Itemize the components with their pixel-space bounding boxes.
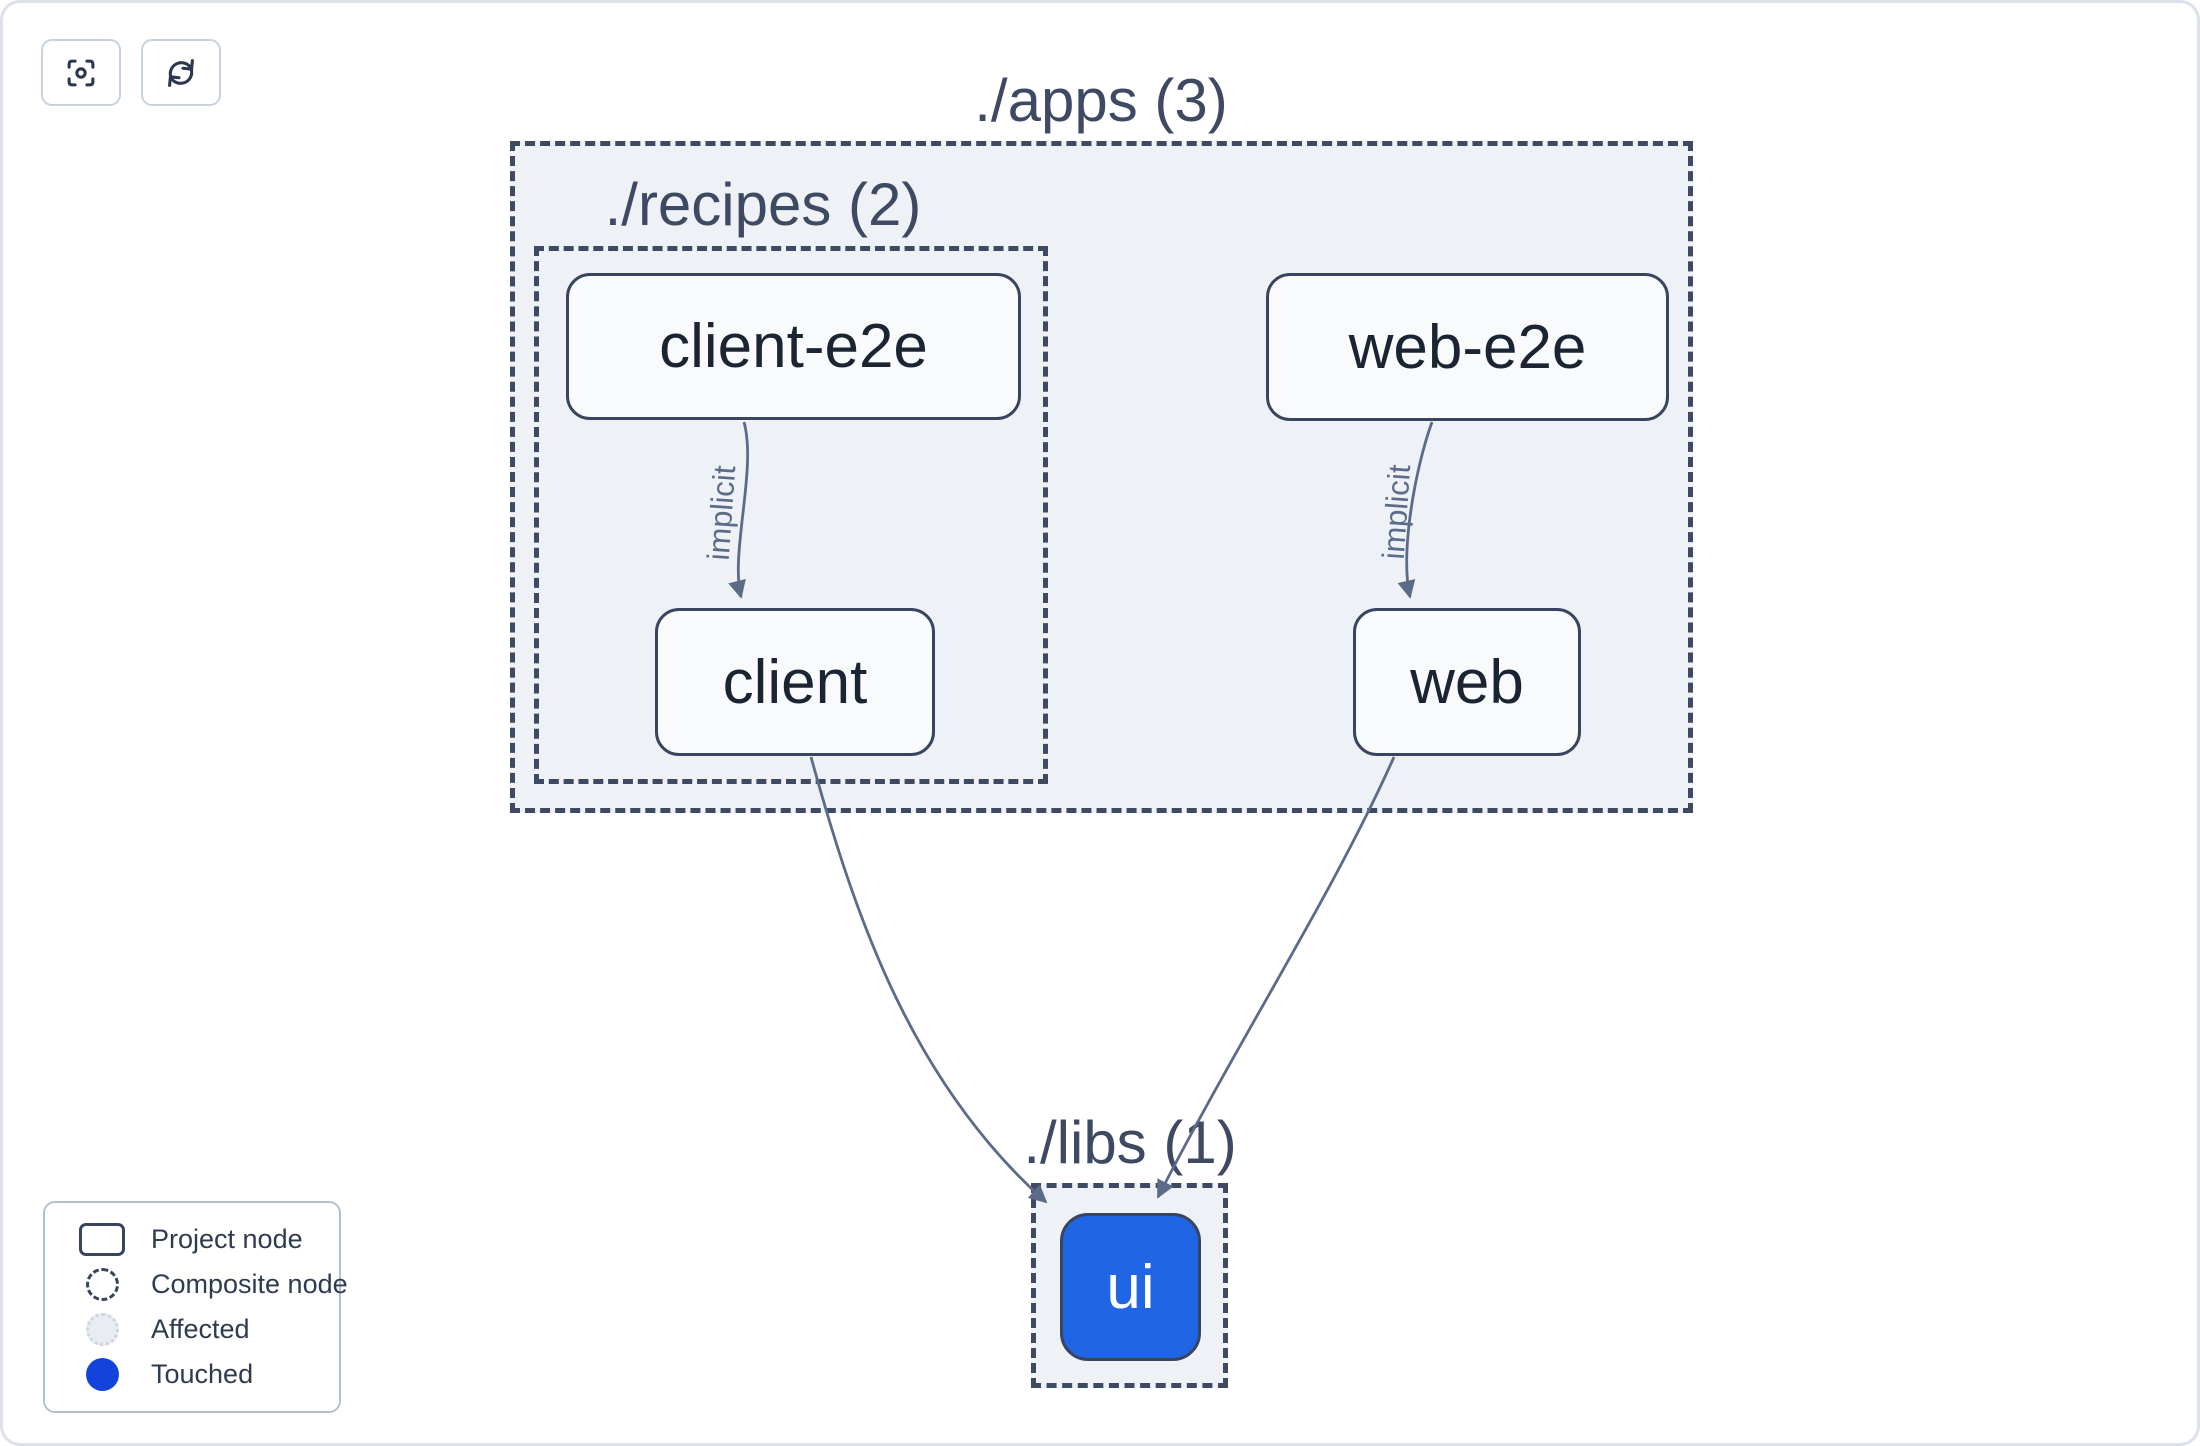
refresh-icon [162, 54, 200, 92]
focus-center-icon [62, 54, 100, 92]
legend-label: Affected [151, 1314, 250, 1344]
group-title-recipes: ./recipes (2) [604, 171, 922, 238]
legend-label: Composite node [151, 1269, 348, 1299]
refresh-button[interactable] [141, 39, 221, 106]
affected-swatch [85, 1313, 119, 1346]
node-label: web-e2e [1348, 312, 1587, 382]
composite-node-swatch [85, 1268, 119, 1301]
legend-item-project-node: Project node [73, 1223, 339, 1256]
legend-label: Touched [151, 1359, 254, 1389]
legend-item-affected: Affected [73, 1313, 339, 1346]
node-web-e2e[interactable]: web-e2e [1266, 273, 1669, 421]
legend-item-touched: Touched [73, 1358, 339, 1391]
group-title-libs: ./libs (1) [1023, 1109, 1237, 1176]
node-ui[interactable]: ui [1060, 1213, 1201, 1361]
group-title-apps: ./apps (3) [974, 67, 1228, 134]
touched-swatch [85, 1358, 119, 1391]
node-label: ui [1106, 1252, 1155, 1322]
legend-label: Project node [151, 1224, 303, 1254]
node-label: client-e2e [659, 312, 928, 381]
legend: Project node Composite node Affected Tou… [43, 1201, 348, 1413]
edge-label-implicit-right: implicit [1375, 463, 1418, 561]
project-node-swatch [79, 1223, 125, 1256]
node-client[interactable]: client [655, 608, 935, 756]
edge-label-implicit-left: implicit [700, 464, 743, 562]
node-label: web [1410, 647, 1524, 717]
focus-center-button[interactable] [41, 39, 121, 106]
node-client-e2e[interactable]: client-e2e [566, 273, 1021, 420]
node-web[interactable]: web [1353, 608, 1581, 756]
node-label: client [722, 647, 868, 717]
legend-item-composite-node: Composite node [73, 1268, 348, 1301]
